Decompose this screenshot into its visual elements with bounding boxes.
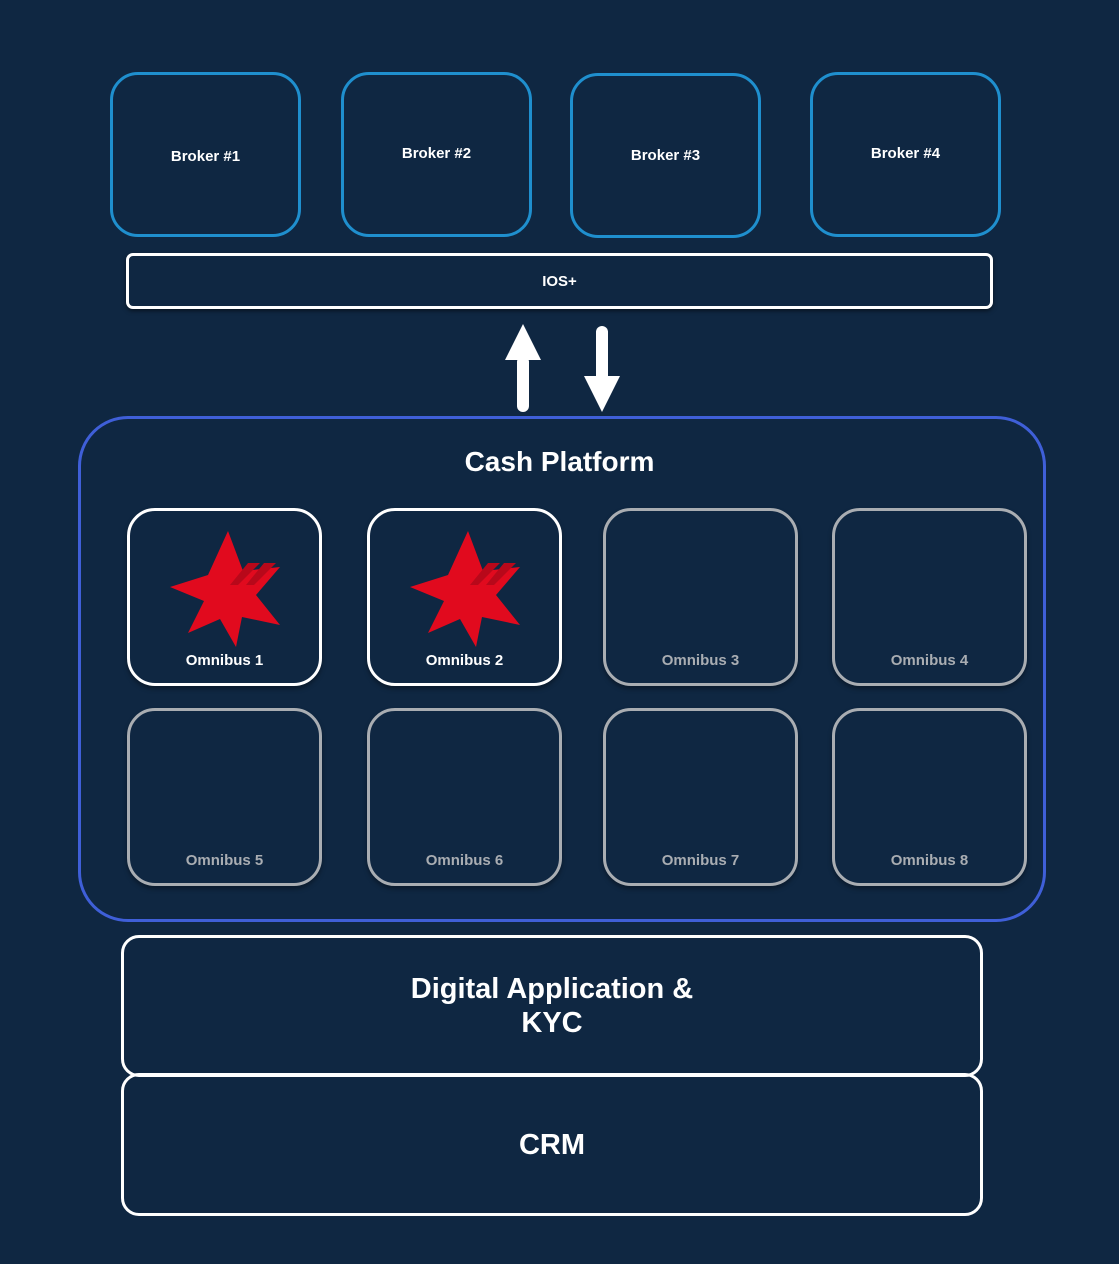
crm-label: CRM [518,1128,586,1161]
omnibus-2-label: Omnibus 2 [425,652,504,669]
broker-4[interactable]: Broker #4 [810,72,1001,237]
omnibus-4[interactable]: Omnibus 4 [832,508,1027,686]
omnibus-5-label: Omnibus 5 [185,852,264,869]
bank-star-logo-icon [410,531,520,647]
down-arrow-icon [584,326,620,412]
up-arrow-icon [505,324,541,412]
omnibus-2[interactable]: Omnibus 2 [367,508,562,686]
broker-3-label: Broker #3 [630,147,701,164]
broker-4-label: Broker #4 [870,145,941,162]
broker-1[interactable]: Broker #1 [110,72,301,237]
omnibus-8-label: Omnibus 8 [890,852,969,869]
cash-platform-container [78,416,1046,922]
omnibus-1[interactable]: Omnibus 1 [127,508,322,686]
digital-application-line1: Digital Application & [410,973,694,1005]
omnibus-4-label: Omnibus 4 [890,652,969,669]
broker-2[interactable]: Broker #2 [341,72,532,237]
ios-plus-label: IOS+ [542,272,577,290]
omnibus-8[interactable]: Omnibus 8 [832,708,1027,886]
broker-3[interactable]: Broker #3 [570,73,761,238]
omnibus-6-label: Omnibus 6 [425,852,504,869]
omnibus-1-label: Omnibus 1 [185,652,264,669]
broker-2-label: Broker #2 [401,145,472,162]
omnibus-3-label: Omnibus 3 [661,652,740,669]
omnibus-3[interactable]: Omnibus 3 [603,508,798,686]
crm-layer[interactable]: CRM [121,1073,983,1216]
omnibus-5[interactable]: Omnibus 5 [127,708,322,886]
digital-application-line2: KYC [521,1007,583,1039]
cash-platform-title: Cash Platform [464,446,655,477]
omnibus-7[interactable]: Omnibus 7 [603,708,798,886]
omnibus-6[interactable]: Omnibus 6 [367,708,562,886]
broker-1-label: Broker #1 [170,148,241,165]
ios-plus-bar[interactable]: IOS+ [126,253,993,309]
omnibus-7-label: Omnibus 7 [661,852,740,869]
bank-star-logo-icon [170,531,280,647]
digital-application-kyc-layer[interactable]: Digital Application & KYC [121,935,983,1077]
